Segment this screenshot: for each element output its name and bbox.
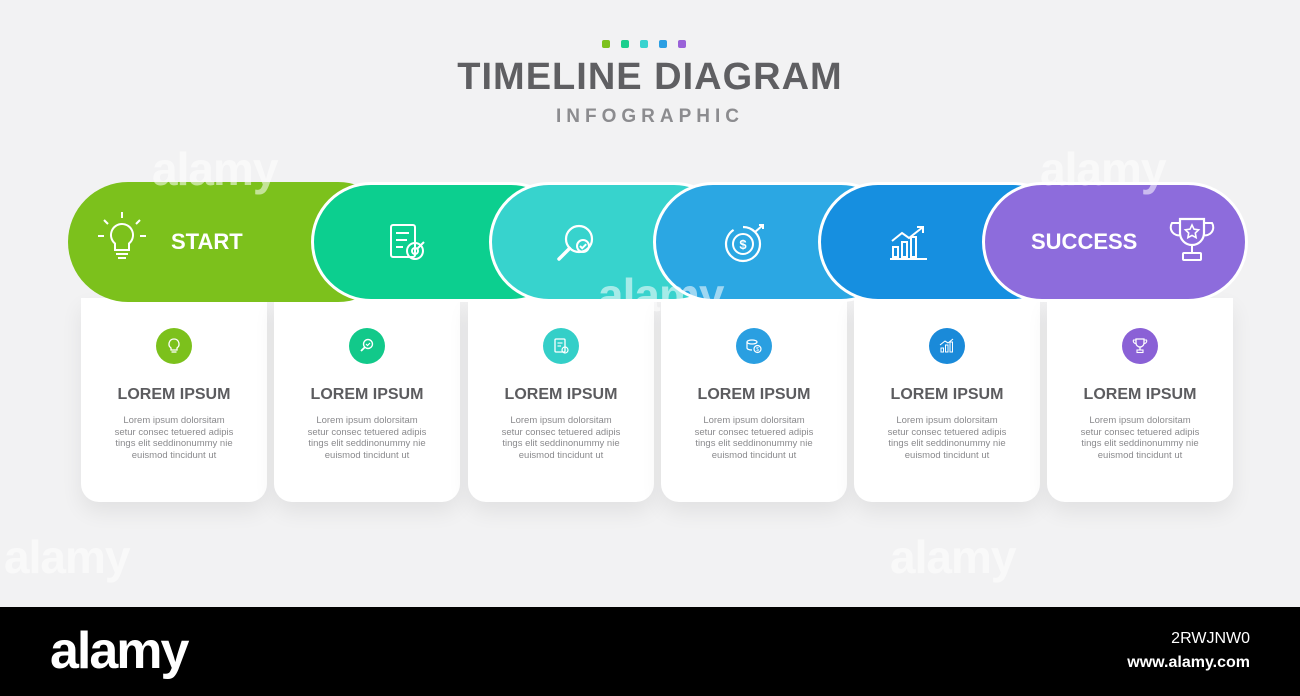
magnifier-check-icon xyxy=(360,338,374,352)
card-icon-badge: $ xyxy=(736,328,772,364)
step-card-6: LOREM IPSUM Lorem ipsum dolorsitam setur… xyxy=(1047,298,1233,502)
card-text-line: Lorem ipsum dolorsitam xyxy=(703,415,805,426)
svg-text:$: $ xyxy=(756,347,759,353)
card-icon-badge xyxy=(543,328,579,364)
card-title: LOREM IPSUM xyxy=(504,386,618,403)
card-text-line: setur consec tetuered adipis xyxy=(887,426,1007,438)
card-text-line: setur consec tetuered adipis xyxy=(114,426,234,438)
card-icon-badge xyxy=(349,328,385,364)
magnifier-check-icon xyxy=(557,224,594,261)
card-text-line: setur consec tetuered adipis xyxy=(307,426,427,438)
stock-banner: alamy 2RWJNW0 www.alamy.com xyxy=(0,607,1300,696)
watermark: alamy xyxy=(152,143,278,195)
card-text-line: tings elit seddinonummy nie xyxy=(115,438,233,449)
card-icon-badge xyxy=(1122,328,1158,364)
card-icon-badge xyxy=(156,328,192,364)
card-title: LOREM IPSUM xyxy=(890,386,1004,403)
banner-url: www.alamy.com xyxy=(1127,654,1250,671)
lightbulb-icon xyxy=(98,212,146,259)
card-text-line: setur consec tetuered adipis xyxy=(1080,426,1200,438)
watermark: alamy xyxy=(1040,143,1166,195)
trophy-icon xyxy=(1169,217,1215,261)
watermark: alamy xyxy=(890,531,1016,583)
card-text-line: tings elit seddinonummy nie xyxy=(888,438,1006,449)
step-card-1: LOREM IPSUM Lorem ipsum dolorsitam setur… xyxy=(81,298,267,502)
image-id: 2RWJNW0 xyxy=(1171,630,1250,647)
card-text-line: Lorem ipsum dolorsitam xyxy=(316,415,418,426)
checklist-target-icon xyxy=(554,338,569,354)
header-color-dots xyxy=(602,40,686,48)
card-title: LOREM IPSUM xyxy=(1083,386,1197,403)
page-subtitle: INFOGRAPHIC xyxy=(556,106,744,127)
card-text-line: tings elit seddinonummy nie xyxy=(502,438,620,449)
coins-dollar-icon: $ xyxy=(746,339,762,354)
color-dot xyxy=(602,40,610,48)
card-text-line: tings elit seddinonummy nie xyxy=(1081,438,1199,449)
card-description: Lorem ipsum dolorsitam setur consec tetu… xyxy=(103,415,245,461)
page-title: TIMELINE DIAGRAM xyxy=(457,56,843,98)
card-text-line: euismod tincidunt ut xyxy=(518,449,604,461)
card-text-line: setur consec tetuered adipis xyxy=(694,426,814,438)
card-text-line: Lorem ipsum dolorsitam xyxy=(896,415,998,426)
step-card-2: LOREM IPSUM Lorem ipsum dolorsitam setur… xyxy=(274,298,460,502)
card-description: Lorem ipsum dolorsitam setur consec tetu… xyxy=(876,415,1018,461)
color-dot xyxy=(640,40,648,48)
timeline-segment-success: SUCCESS xyxy=(982,182,1248,302)
card-icon-badge xyxy=(929,328,965,364)
card-text-line: setur consec tetuered adipis xyxy=(501,426,621,438)
card-text-line: tings elit seddinonummy nie xyxy=(695,438,813,449)
alamy-logo: alamy xyxy=(50,622,189,680)
trophy-icon xyxy=(1132,338,1148,354)
card-text-line: euismod tincidunt ut xyxy=(1097,449,1183,461)
card-text-line: euismod tincidunt ut xyxy=(711,449,797,461)
color-dot xyxy=(621,40,629,48)
step-card-5: LOREM IPSUM Lorem ipsum dolorsitam setur… xyxy=(854,298,1040,502)
color-dot xyxy=(678,40,686,48)
bar-chart-growth-icon xyxy=(939,338,954,353)
card-text-line: Lorem ipsum dolorsitam xyxy=(123,415,225,426)
watermark: alamy xyxy=(4,531,130,583)
step-card-4: $ LOREM IPSUM Lorem ipsum dolorsitam set… xyxy=(661,298,847,502)
checklist-target-icon xyxy=(390,224,425,260)
card-title: LOREM IPSUM xyxy=(310,386,424,403)
card-description: Lorem ipsum dolorsitam setur consec tetu… xyxy=(490,415,632,461)
card-description: Lorem ipsum dolorsitam setur consec tetu… xyxy=(1069,415,1211,461)
card-description: Lorem ipsum dolorsitam setur consec tetu… xyxy=(296,415,438,461)
svg-text:$: $ xyxy=(739,237,747,252)
watermark: alamy xyxy=(598,269,724,321)
card-text-line: euismod tincidunt ut xyxy=(131,449,217,461)
timeline-label-success: SUCCESS xyxy=(1031,229,1138,254)
card-text-line: euismod tincidunt ut xyxy=(324,449,410,461)
card-text-line: euismod tincidunt ut xyxy=(904,449,990,461)
card-text-line: Lorem ipsum dolorsitam xyxy=(510,415,612,426)
bar-chart-growth-icon xyxy=(890,226,927,260)
timeline-label-start: START xyxy=(171,229,243,254)
dollar-target-icon: $ xyxy=(724,224,764,263)
color-dot xyxy=(659,40,667,48)
card-text-line: Lorem ipsum dolorsitam xyxy=(1089,415,1191,426)
card-title: LOREM IPSUM xyxy=(117,386,231,403)
card-description: Lorem ipsum dolorsitam setur consec tetu… xyxy=(683,415,825,461)
lightbulb-icon xyxy=(168,338,180,353)
card-title: LOREM IPSUM xyxy=(697,386,811,403)
card-text-line: tings elit seddinonummy nie xyxy=(308,438,426,449)
step-card-3: LOREM IPSUM Lorem ipsum dolorsitam setur… xyxy=(468,298,654,502)
timeline-bar: START $ xyxy=(68,182,1248,302)
